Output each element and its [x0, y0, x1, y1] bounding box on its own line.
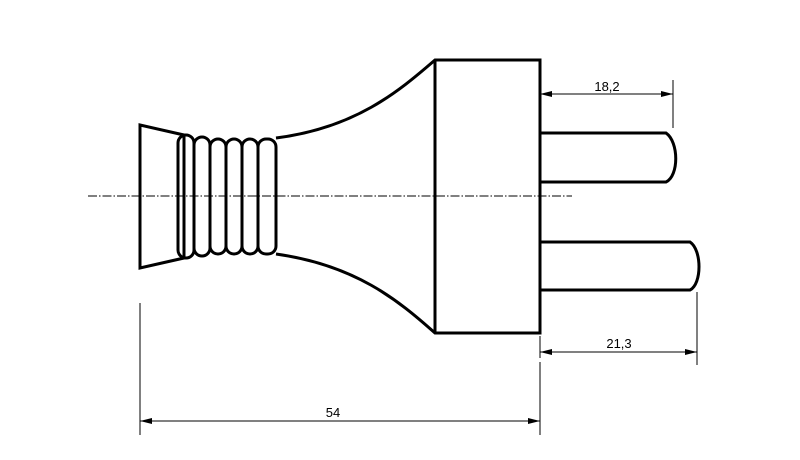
plug-body — [275, 58, 542, 335]
dimension-label-overall: 54 — [326, 405, 340, 420]
arrowhead — [685, 349, 697, 355]
strain-relief-ribs — [176, 133, 278, 260]
rib-5 — [240, 137, 260, 256]
arrowhead — [540, 91, 552, 97]
dimension-label-upper-pin: 18,2 — [594, 79, 619, 94]
upper-pin — [540, 131, 678, 184]
rib-4 — [224, 137, 244, 256]
dimension-lower-pin: 21,3 — [539, 292, 698, 365]
lower-pin — [540, 240, 701, 292]
arrowhead — [661, 91, 673, 97]
rib-1 — [176, 133, 196, 260]
dimension-label-lower-pin: 21,3 — [606, 336, 631, 351]
arrowhead — [140, 418, 152, 424]
dimension-overall: 54 — [139, 303, 541, 435]
arrowhead — [540, 349, 552, 355]
dimension-upper-pin: 18,2 — [540, 79, 674, 128]
rib-2 — [192, 135, 212, 258]
rib-6 — [256, 137, 278, 256]
arrowhead — [528, 418, 540, 424]
rib-3 — [208, 137, 228, 256]
